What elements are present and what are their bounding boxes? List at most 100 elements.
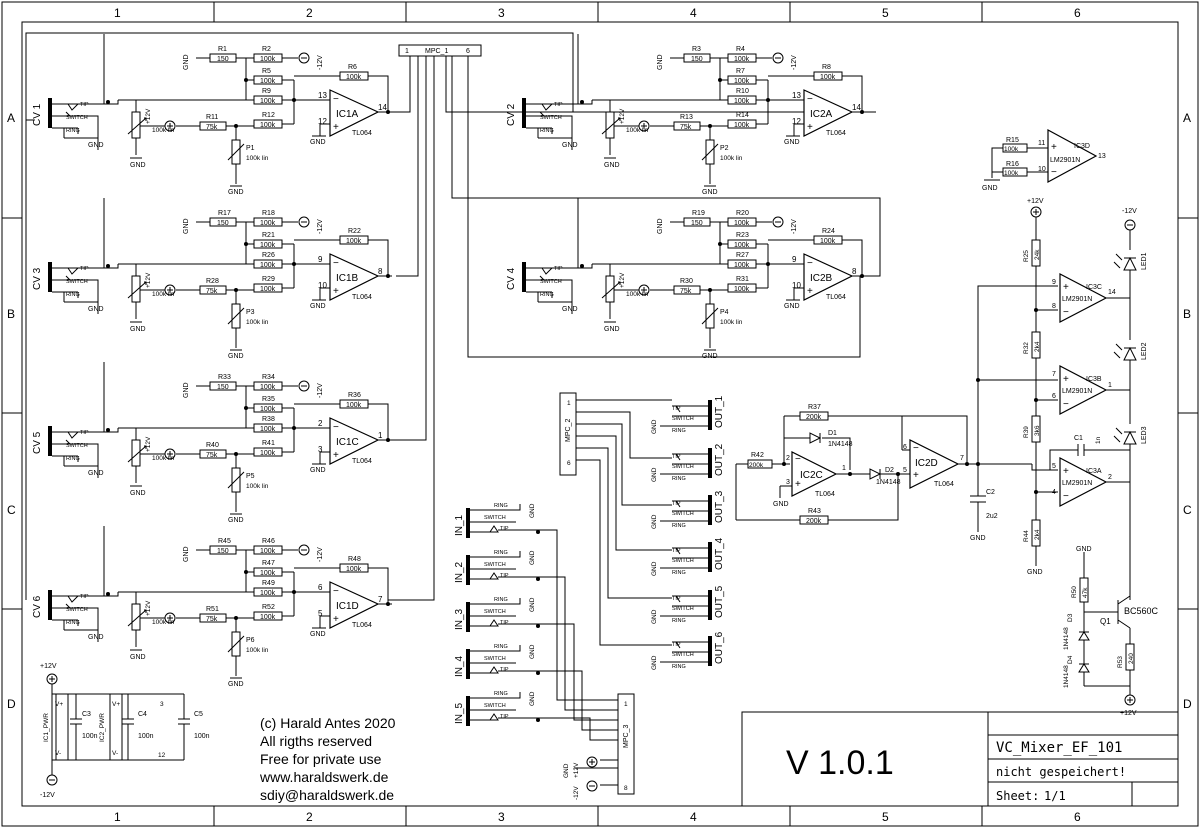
svg-text:150: 150: [217, 384, 229, 391]
svg-text:IC2C: IC2C: [800, 470, 823, 481]
svg-text:13: 13: [1098, 153, 1106, 160]
svg-text:-12V: -12V: [317, 547, 324, 562]
svg-text:SWITCH: SWITCH: [540, 115, 562, 121]
svg-text:IC1D: IC1D: [336, 601, 359, 612]
row-label-right: A: [1183, 111, 1191, 125]
mpc3-gnd: GND: [563, 763, 570, 778]
svg-text:100k: 100k: [260, 122, 276, 129]
svg-text:RING: RING: [66, 620, 80, 626]
svg-text:R40: R40: [206, 442, 219, 449]
col-label-bottom: 6: [1074, 810, 1081, 824]
svg-text:100k: 100k: [734, 56, 750, 63]
svg-text:R45: R45: [218, 538, 231, 545]
svg-text:TL064: TL064: [352, 294, 372, 301]
svg-text:R49: R49: [262, 580, 275, 587]
svg-text:R25: R25: [1023, 250, 1030, 262]
row-label-right: C: [1183, 503, 1192, 517]
svg-text:R32: R32: [1023, 342, 1030, 354]
svg-text:8: 8: [1052, 303, 1056, 310]
row-label-right: B: [1183, 307, 1191, 321]
svg-text:GND: GND: [228, 353, 244, 360]
svg-text:GND: GND: [702, 189, 718, 196]
svg-text:GND: GND: [130, 162, 146, 169]
svg-text:GND: GND: [310, 303, 326, 310]
svg-text:13: 13: [318, 91, 327, 100]
svg-text:3: 3: [318, 445, 323, 454]
svg-text:100k lin: 100k lin: [626, 127, 649, 134]
svg-text:GND: GND: [1027, 569, 1043, 576]
svg-text:−: −: [333, 422, 339, 433]
svg-text:100k: 100k: [260, 262, 276, 269]
svg-text:GND: GND: [130, 490, 146, 497]
svg-text:R22: R22: [348, 228, 361, 235]
svg-text:TIP: TIP: [500, 667, 509, 673]
svg-text:+12V: +12V: [619, 108, 626, 124]
svg-text:1N4148: 1N4148: [828, 441, 853, 448]
in-jack-label: IN_2: [454, 561, 465, 583]
col-label-top: 4: [690, 6, 697, 20]
svg-text:LED1: LED1: [1141, 252, 1148, 270]
svg-text:100k lin: 100k lin: [246, 483, 269, 490]
svg-text:R20: R20: [736, 210, 749, 217]
svg-text:100n: 100n: [82, 733, 98, 740]
svg-text:7: 7: [960, 455, 964, 462]
svg-text:SWITCH: SWITCH: [672, 464, 694, 470]
svg-text:SWITCH: SWITCH: [484, 656, 506, 662]
svg-text:6: 6: [1052, 393, 1056, 400]
svg-text:+: +: [333, 450, 339, 461]
svg-text:100k: 100k: [260, 384, 276, 391]
svg-text:R24: R24: [822, 228, 835, 235]
svg-text:75k: 75k: [680, 124, 692, 131]
svg-text:75k: 75k: [206, 616, 218, 623]
col-label-top: 3: [498, 6, 505, 20]
mpc2-label: MPC_2: [565, 419, 572, 442]
svg-text:RING: RING: [672, 476, 686, 482]
svg-text:RING: RING: [672, 664, 686, 670]
svg-text:14: 14: [378, 103, 387, 112]
svg-text:TL064: TL064: [826, 294, 846, 301]
svg-text:LED3: LED3: [1141, 426, 1148, 444]
svg-text:100k lin: 100k lin: [720, 319, 743, 326]
svg-text:10: 10: [792, 281, 801, 290]
out-jack-label: OUT_2: [714, 443, 725, 476]
col-label-bottom: 2: [306, 810, 313, 824]
svg-text:TIP: TIP: [672, 501, 681, 507]
svg-text:14: 14: [1108, 289, 1116, 296]
svg-text:sdiy@haraldswerk.de: sdiy@haraldswerk.de: [260, 787, 394, 803]
svg-text:10: 10: [318, 281, 327, 290]
svg-text:TIP: TIP: [80, 594, 89, 600]
svg-text:GND: GND: [784, 139, 800, 146]
svg-text:SWITCH: SWITCH: [484, 562, 506, 568]
svg-text:100k lin: 100k lin: [246, 647, 269, 654]
svg-text:All rigths reserved: All rigths reserved: [260, 733, 372, 749]
svg-text:+: +: [333, 614, 339, 625]
svg-text:R33: R33: [218, 374, 231, 381]
svg-text:TL064: TL064: [352, 622, 372, 629]
svg-text:+: +: [795, 479, 801, 490]
mpc3-plus12: +12V: [573, 762, 580, 778]
svg-text:GND: GND: [88, 142, 104, 149]
svg-text:GND: GND: [562, 306, 578, 313]
svg-text:LM2901N: LM2901N: [1062, 480, 1092, 487]
sheet-label: Sheet:: [996, 789, 1039, 803]
svg-text:IC1C: IC1C: [336, 437, 359, 448]
svg-text:6: 6: [318, 583, 323, 592]
svg-text:GND: GND: [784, 303, 800, 310]
svg-text:TIP: TIP: [500, 714, 509, 720]
svg-text:−: −: [795, 454, 801, 465]
svg-text:R4: R4: [736, 46, 745, 53]
svg-text:C1: C1: [1074, 435, 1083, 442]
svg-text:R15: R15: [1006, 137, 1019, 144]
mpc1-label: MPC_1: [425, 48, 448, 55]
svg-text:IC1B: IC1B: [336, 273, 359, 284]
in-jack-label: IN_5: [454, 702, 465, 724]
svg-text:100k: 100k: [260, 426, 276, 433]
svg-text:R23: R23: [736, 232, 749, 239]
in-jack-label: IN_3: [454, 608, 465, 630]
svg-text:GND: GND: [183, 382, 190, 398]
